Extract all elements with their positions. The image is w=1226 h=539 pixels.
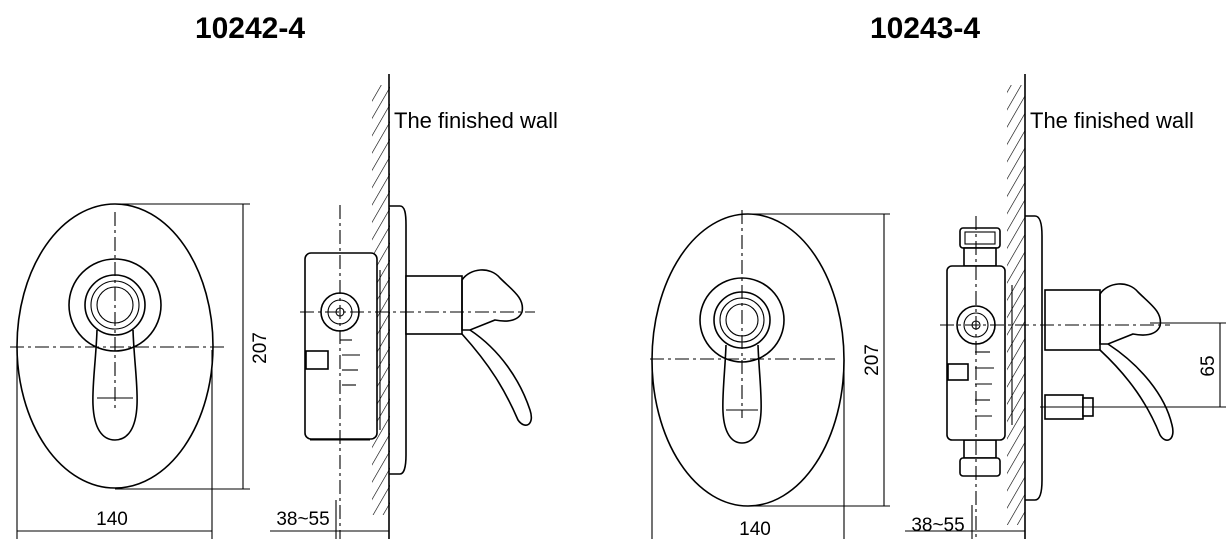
model-title: 10243-4: [870, 12, 980, 45]
dimension-depth: 38~55: [270, 500, 389, 539]
dimension-outlet: 65: [1100, 322, 1226, 408]
dim-height-text: 207: [250, 332, 271, 364]
dimension-height: 207: [742, 213, 890, 507]
model-title: 10242-4: [195, 12, 305, 45]
dim-outlet-text: 65: [1198, 355, 1219, 376]
dimension-depth: 38~55: [905, 505, 1025, 539]
dimension-width: 140: [16, 350, 213, 539]
dim-height-text: 207: [862, 344, 883, 376]
front-view: [650, 210, 845, 507]
wall-label: The finished wall: [394, 108, 558, 133]
model-10243-4: 10243-4 207 140 T: [650, 12, 1226, 539]
dimension-height: 207: [115, 203, 271, 490]
dim-depth-text: 38~55: [276, 509, 329, 530]
dim-width-text: 140: [739, 519, 771, 539]
wall-label: The finished wall: [1030, 108, 1194, 133]
dim-width-text: 140: [96, 509, 128, 530]
side-view: The finished wall: [300, 74, 558, 539]
dimension-width: 140: [651, 360, 845, 539]
dim-depth-text: 38~55: [911, 515, 964, 536]
model-10242-4: 10242-4 207 140: [10, 12, 558, 539]
front-view: [10, 203, 225, 489]
side-view: The finished wall: [940, 74, 1194, 539]
